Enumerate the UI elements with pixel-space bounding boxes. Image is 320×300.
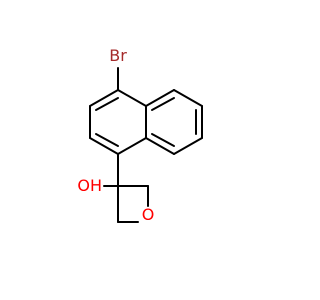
bond bbox=[145, 89, 175, 107]
bond bbox=[117, 137, 147, 155]
bond-lines bbox=[89, 67, 203, 223]
molecule-structure: Br OH O bbox=[77, 46, 203, 224]
bond bbox=[173, 137, 203, 155]
bond bbox=[95, 133, 119, 147]
bromine-atom-label: Br bbox=[109, 46, 127, 65]
bond bbox=[89, 89, 119, 107]
bond bbox=[173, 89, 203, 107]
hydroxyl-group-label: OH bbox=[77, 176, 102, 195]
bond bbox=[151, 97, 175, 111]
bond bbox=[151, 133, 175, 147]
bond bbox=[89, 137, 119, 155]
bond bbox=[145, 137, 175, 155]
atom-labels: Br OH O bbox=[77, 46, 154, 224]
bond bbox=[117, 89, 147, 107]
bond bbox=[95, 97, 119, 111]
ring-oxygen-label: O bbox=[142, 205, 155, 224]
